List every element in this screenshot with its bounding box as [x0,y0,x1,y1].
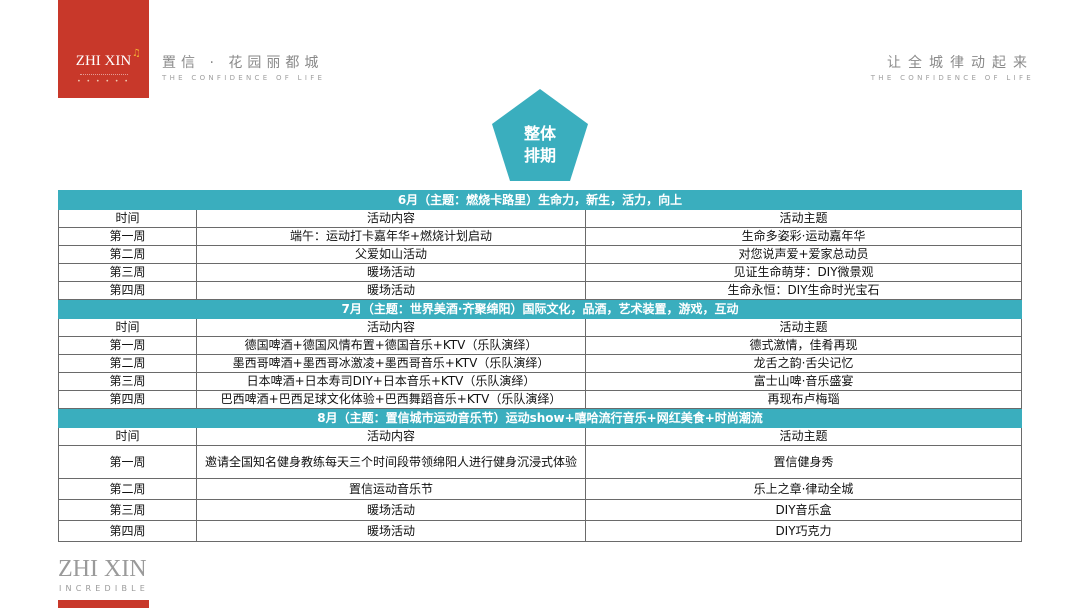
week-cell: 第二周 [58,354,197,373]
slogan: 让全城律动起来 [887,55,1034,71]
column-header-row: 时间活动内容活动主题 [58,209,1022,228]
week-cell: 第二周 [58,478,197,500]
col-header-time: 时间 [58,427,197,446]
week-cell: 第三周 [58,263,197,282]
footer-tagline: INCREDIBLE [59,584,150,593]
badge-line2: 排期 [523,146,556,165]
table-row: 第一周德国啤酒+德国风情布置+德国音乐+KTV（乐队演绎）德式激情，佳肴再现 [58,336,1022,355]
week-cell: 第一周 [58,227,197,246]
brand-logo: ♫ ZHI XIN • • • • • • [58,0,149,98]
col-header-content: 活动内容 [196,209,586,228]
table-row: 第四周暖场活动生命永恒：DIY生命时光宝石 [58,281,1022,300]
col-header-theme: 活动主题 [585,318,1022,337]
theme-cell: DIY巧克力 [585,520,1022,542]
theme-cell: 置信健身秀 [585,445,1022,479]
column-header-row: 时间活动内容活动主题 [58,427,1022,446]
logo-dots: • • • • • • [77,78,130,85]
col-header-theme: 活动主题 [585,209,1022,228]
month-title: 7月（主题：世界美酒·齐聚绵阳）国际文化，品酒，艺术装置，游戏，互动 [58,299,1022,319]
week-cell: 第四周 [58,520,197,542]
content-cell: 暖场活动 [196,263,586,282]
content-cell: 巴西啤酒+巴西足球文化体验+巴西舞蹈音乐+KTV（乐队演绎） [196,390,586,409]
content-cell: 暖场活动 [196,520,586,542]
col-header-theme: 活动主题 [585,427,1022,446]
col-header-content: 活动内容 [196,318,586,337]
table-row: 第四周巴西啤酒+巴西足球文化体验+巴西舞蹈音乐+KTV（乐队演绎）再现布卢梅瑙 [58,390,1022,409]
badge-line1: 整体 [523,124,556,143]
theme-cell: DIY音乐盒 [585,499,1022,521]
theme-cell: 乐上之章·律动全城 [585,478,1022,500]
theme-cell: 生命永恒：DIY生命时光宝石 [585,281,1022,300]
theme-cell: 见证生命萌芽：DIY微景观 [585,263,1022,282]
content-cell: 邀请全国知名健身教练每天三个时间段带领绵阳人进行健身沉浸式体验 [196,445,586,479]
brand-tagline: THE CONFIDENCE OF LIFE [162,74,326,82]
content-cell: 墨西哥啤酒+墨西哥冰激凌+墨西哥音乐+KTV（乐队演绎） [196,354,586,373]
week-cell: 第四周 [58,390,197,409]
content-cell: 置信运动音乐节 [196,478,586,500]
week-cell: 第一周 [58,445,197,479]
pentagon-shape [492,89,588,181]
theme-cell: 德式激情，佳肴再现 [585,336,1022,355]
week-cell: 第二周 [58,245,197,264]
table-row: 第三周暖场活动见证生命萌芽：DIY微景观 [58,263,1022,282]
content-cell: 父爱如山活动 [196,245,586,264]
content-cell: 暖场活动 [196,281,586,300]
week-cell: 第三周 [58,499,197,521]
month-title: 6月（主题：燃烧卡路里）生命力，新生，活力，向上 [58,190,1022,210]
music-note-icon: ♫ [132,48,141,59]
section-badge: 整体 排期 [492,89,588,181]
table-row: 第一周邀请全国知名健身教练每天三个时间段带领绵阳人进行健身沉浸式体验置信健身秀 [58,445,1022,479]
table-row: 第二周墨西哥啤酒+墨西哥冰激凌+墨西哥音乐+KTV（乐队演绎）龙舌之韵·舌尖记忆 [58,354,1022,373]
month-header-row: 7月（主题：世界美酒·齐聚绵阳）国际文化，品酒，艺术装置，游戏，互动 [58,299,1022,319]
logo-divider [80,74,128,76]
theme-cell: 富士山啤·音乐盛宴 [585,372,1022,391]
theme-cell: 对您说声爱+爱家总动员 [585,245,1022,264]
column-header-row: 时间活动内容活动主题 [58,318,1022,337]
col-header-content: 活动内容 [196,427,586,446]
logo-text: ZHI XIN [75,53,132,69]
col-header-time: 时间 [58,318,197,337]
table-row: 第三周日本啤酒+日本寿司DIY+日本音乐+KTV（乐队演绎）富士山啤·音乐盛宴 [58,372,1022,391]
footer-logo: ZHI XIN [58,556,147,582]
theme-cell: 再现布卢梅瑙 [585,390,1022,409]
month-header-row: 8月（主题：置信城市运动音乐节）运动show+嘻哈流行音乐+网红美食+时尚潮流 [58,408,1022,428]
month-header-row: 6月（主题：燃烧卡路里）生命力，新生，活力，向上 [58,190,1022,210]
col-header-time: 时间 [58,209,197,228]
content-cell: 端午：运动打卡嘉年华+燃烧计划启动 [196,227,586,246]
week-cell: 第四周 [58,281,197,300]
table-row: 第一周端午：运动打卡嘉年华+燃烧计划启动生命多姿彩·运动嘉年华 [58,227,1022,246]
brand-name: 置信 · 花园丽都城 [162,55,324,71]
slogan-tagline: THE CONFIDENCE OF LIFE [870,74,1034,82]
footer-bar [58,600,149,608]
week-cell: 第三周 [58,372,197,391]
content-cell: 日本啤酒+日本寿司DIY+日本音乐+KTV（乐队演绎） [196,372,586,391]
table-row: 第二周置信运动音乐节乐上之章·律动全城 [58,478,1022,500]
week-cell: 第一周 [58,336,197,355]
content-cell: 暖场活动 [196,499,586,521]
schedule-table: 6月（主题：燃烧卡路里）生命力，新生，活力，向上时间活动内容活动主题第一周端午：… [58,190,1022,542]
theme-cell: 龙舌之韵·舌尖记忆 [585,354,1022,373]
table-row: 第二周父爱如山活动对您说声爱+爱家总动员 [58,245,1022,264]
month-title: 8月（主题：置信城市运动音乐节）运动show+嘻哈流行音乐+网红美食+时尚潮流 [58,408,1022,428]
theme-cell: 生命多姿彩·运动嘉年华 [585,227,1022,246]
content-cell: 德国啤酒+德国风情布置+德国音乐+KTV（乐队演绎） [196,336,586,355]
